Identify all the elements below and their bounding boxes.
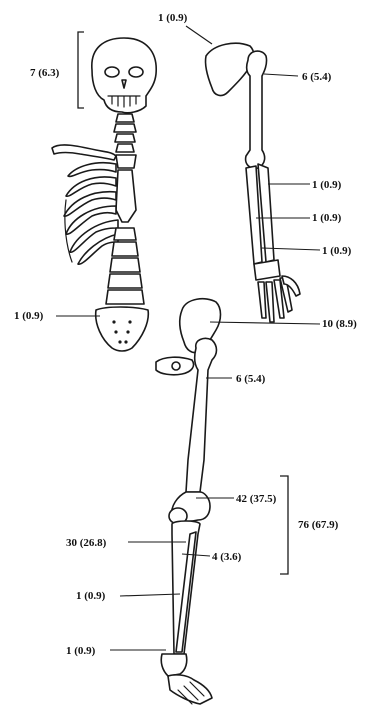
tibia-fibula (172, 521, 200, 654)
humerus (246, 51, 267, 168)
clavicle (52, 145, 116, 160)
label-pelvis: 10 (8.9) (322, 318, 357, 330)
skull (92, 38, 156, 113)
label-skull: 7 (6.3) (30, 67, 59, 79)
label-tibia-proximal: 30 (26.8) (66, 537, 106, 549)
foot (161, 654, 212, 704)
sternum (116, 170, 136, 222)
label-femur-distal: 42 (37.5) (236, 493, 276, 505)
label-scapula: 1 (0.9) (158, 12, 187, 24)
rib-cage (64, 163, 118, 264)
label-humerus: 6 (5.4) (302, 71, 331, 83)
label-forearm-mid: 1 (0.9) (312, 212, 341, 224)
label-femur-head: 6 (5.4) (236, 373, 265, 385)
label-tibia-mid: 1 (0.9) (76, 590, 105, 602)
label-wrist: 1 (0.9) (322, 245, 351, 257)
label-sacrum: 1 (0.9) (14, 310, 43, 322)
upper-spine (114, 114, 136, 168)
label-knee-total: 76 (67.9) (298, 519, 338, 531)
skull-bracket (78, 32, 84, 108)
label-ankle: 1 (0.9) (66, 645, 95, 657)
label-fibula-proximal: 4 (3.6) (212, 551, 241, 563)
forearm (246, 164, 274, 264)
knee-bracket (280, 476, 288, 574)
sacrum (96, 307, 149, 351)
hand (254, 260, 300, 322)
label-forearm-upper: 1 (0.9) (312, 179, 341, 191)
